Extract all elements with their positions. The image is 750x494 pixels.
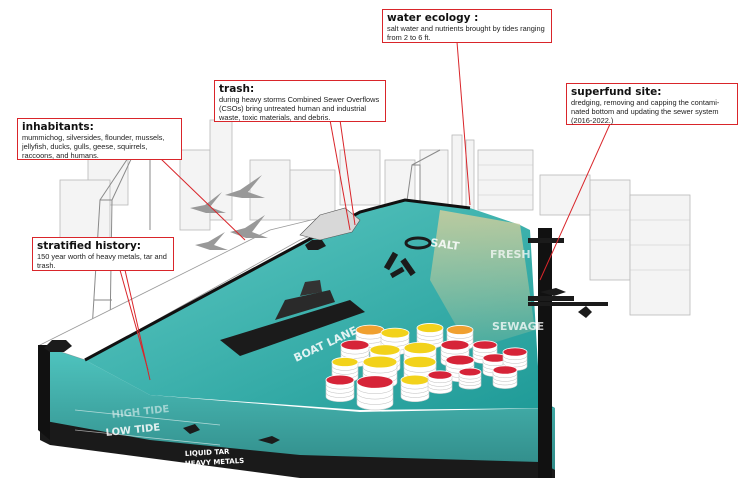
toxic-drum — [492, 365, 518, 389]
callout-inhabitants-title: inhabitants: — [22, 121, 94, 133]
sewage-label: SEWAGE — [492, 320, 544, 333]
callout-inhabitants-body: mummichog, silversides, flounder, mussel… — [22, 133, 165, 160]
toxic-drum — [325, 374, 355, 402]
crab-icon — [183, 424, 200, 434]
callout-water-ecology: water ecology : salt water and nutrients… — [382, 9, 552, 43]
callout-trash-title: trash: — [219, 83, 255, 95]
heavy-metals-label: HEAVY METALS — [185, 457, 245, 468]
toxic-drum — [356, 375, 394, 411]
callout-inhabitants: inhabitants: mummichog, silversides, flo… — [17, 118, 182, 160]
callout-superfund-body: dredging, removing and capping the conta… — [571, 98, 720, 125]
toxic-drum — [427, 370, 453, 394]
callout-water-ecology-body: salt water and nutrients brought by tide… — [387, 24, 545, 42]
bank-wall-right — [538, 228, 552, 478]
salt-label: SALT — [430, 236, 461, 253]
toxic-drum — [458, 367, 482, 390]
sewage-plume — [430, 210, 535, 350]
bank-wall-left — [38, 345, 50, 440]
canal-bottom-sediment — [40, 420, 555, 478]
callout-stratified-history-title: stratified history: — [37, 240, 142, 252]
callout-superfund: superfund site: dredging, removing and c… — [566, 83, 738, 125]
callout-superfund-title: superfund site: — [571, 86, 662, 98]
callout-stratified-history-body: 150 year worth of heavy metals, tar and … — [37, 252, 167, 270]
duck-icon — [540, 288, 566, 296]
tug-boat — [220, 280, 365, 356]
callout-trash: trash: during heavy storms Combined Sewe… — [214, 80, 386, 122]
flying-birds — [190, 175, 268, 250]
crane-right — [404, 149, 441, 216]
city-skyline — [59, 119, 691, 316]
canal-front-section — [40, 345, 555, 470]
toxic-drum — [400, 374, 430, 402]
callout-trash-body: during heavy storms Combined Sewer Overf… — [219, 95, 380, 122]
sewer-pipes — [528, 238, 608, 306]
callout-water-ecology-title: water ecology : — [387, 12, 479, 24]
leader-lines — [119, 41, 611, 381]
callout-stratified-history: stratified history: 150 year worth of he… — [32, 237, 174, 271]
fish-icon — [258, 436, 280, 444]
squirrel-icon — [305, 240, 326, 250]
raccoon-icon — [44, 340, 72, 352]
high-tide-line — [74, 409, 221, 426]
gull-icon — [578, 306, 592, 318]
left-bank-edge — [84, 198, 471, 362]
floating-trash — [383, 236, 432, 279]
liquid-tar-label: LIQUID TAR — [185, 448, 231, 458]
toxic-drum-cluster — [325, 323, 528, 411]
building-windows — [478, 164, 690, 271]
fresh-label: FRESH — [490, 248, 531, 261]
low-tide-line — [74, 429, 221, 446]
